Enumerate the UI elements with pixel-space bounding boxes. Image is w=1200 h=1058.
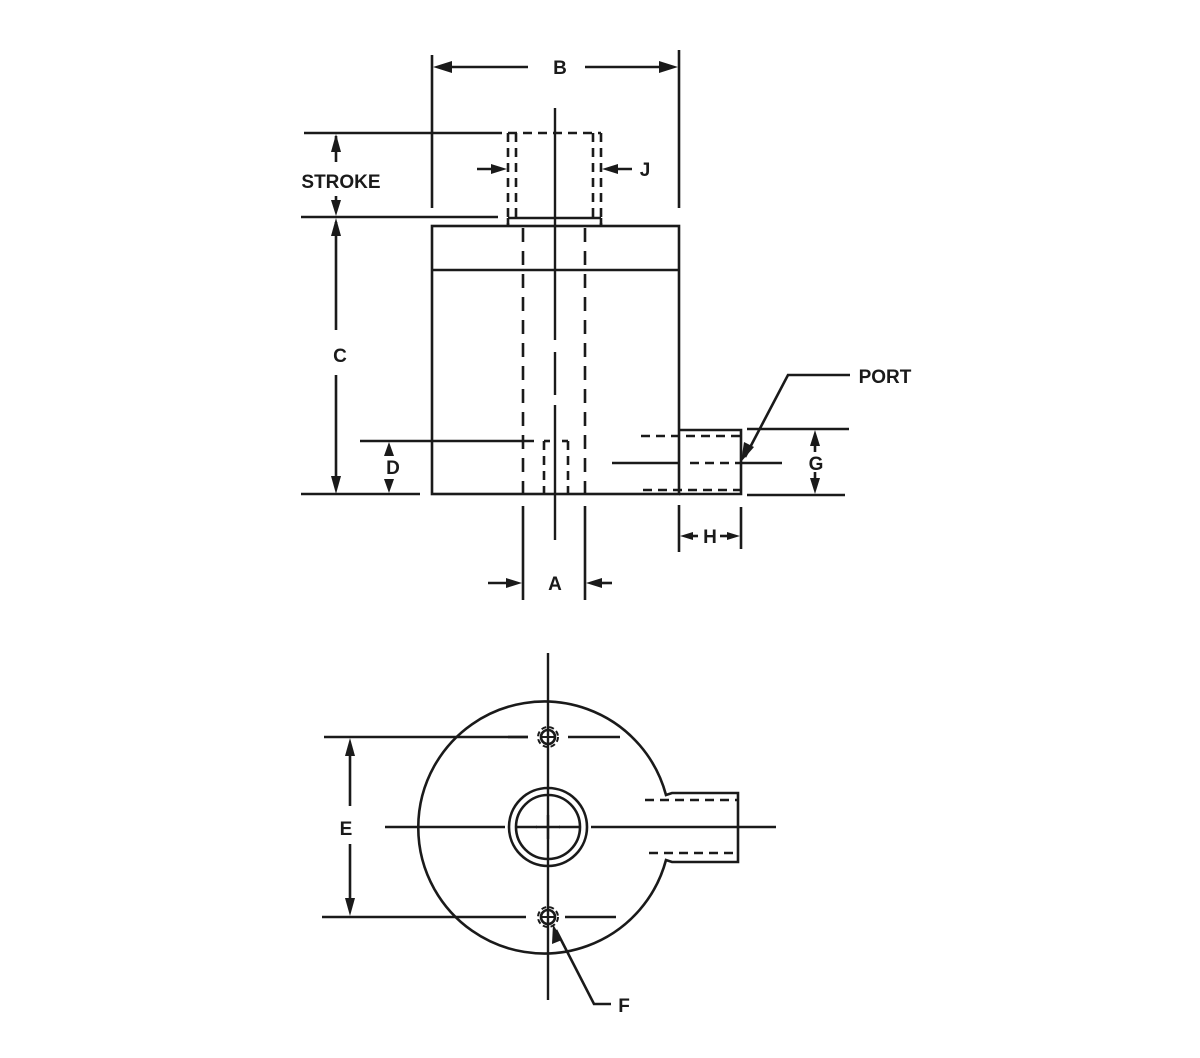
dimension-d: D (360, 439, 534, 493)
f-callout: F (552, 924, 630, 1017)
label-a: A (548, 574, 562, 595)
label-b: B (553, 58, 567, 79)
label-c: C (333, 346, 347, 367)
bottom-view: E F (322, 653, 776, 1017)
dimension-j: J (477, 160, 650, 181)
dimension-a: A (488, 506, 612, 600)
dimension-g: G (747, 427, 849, 497)
port-boss (612, 428, 782, 496)
label-j: J (640, 160, 651, 181)
dimension-h: H (677, 505, 743, 552)
dimension-stroke: STROKE (301, 131, 502, 219)
label-h: H (703, 527, 717, 548)
label-e: E (340, 819, 353, 840)
port-callout: PORT (741, 367, 912, 462)
base-hole (542, 439, 570, 494)
label-f: F (618, 996, 630, 1017)
dimension-c: C (301, 218, 420, 496)
label-stroke: STROKE (301, 172, 380, 193)
dimension-e: E (322, 735, 528, 919)
label-g: G (809, 454, 824, 475)
label-port: PORT (859, 367, 912, 388)
label-d: D (386, 458, 400, 479)
dimension-b: B (430, 50, 681, 208)
mounting-hole-bottom (537, 906, 616, 928)
base-outline (416, 700, 740, 955)
side-view: B J STROKE C (301, 50, 912, 600)
